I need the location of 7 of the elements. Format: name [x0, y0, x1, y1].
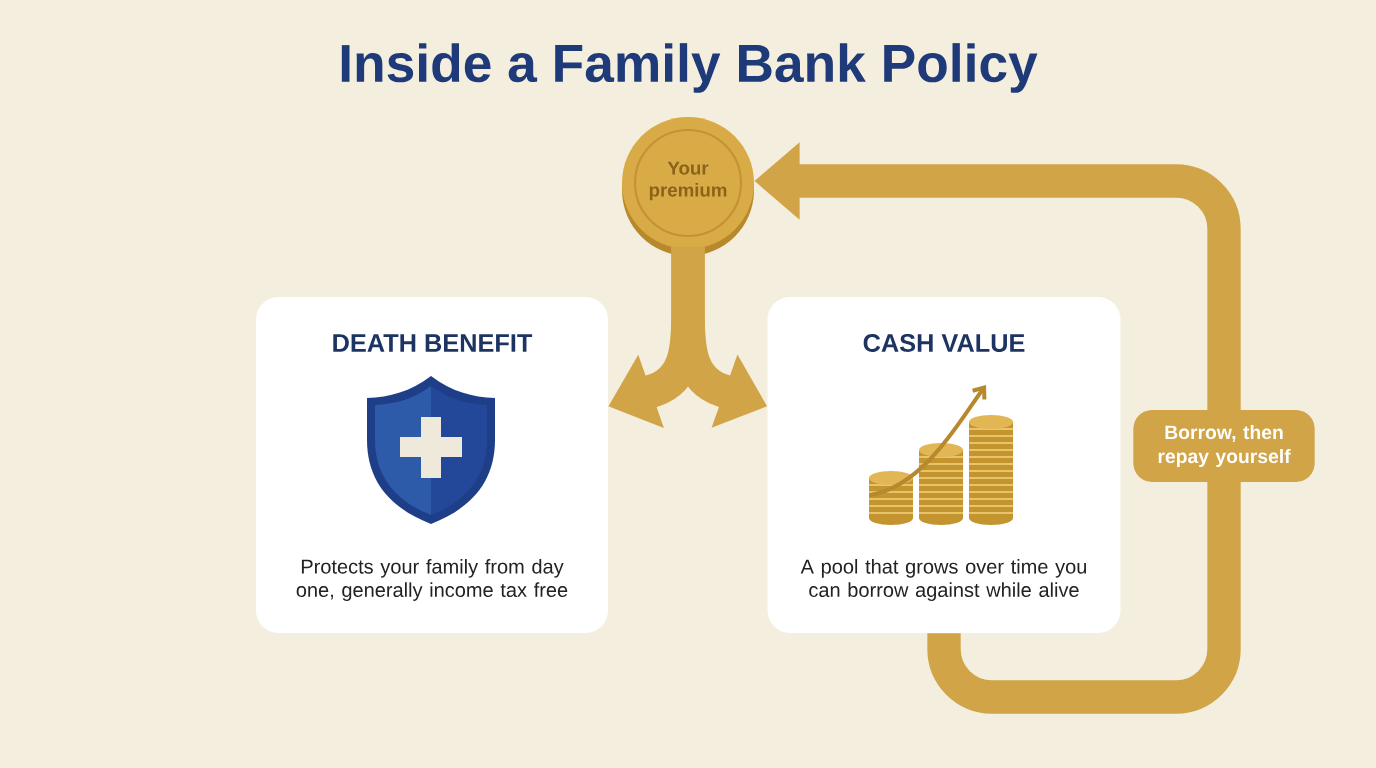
edge-label: Borrow, then repay yourself	[1133, 410, 1315, 482]
card-description: Protects your family from day one, generally income tax free	[296, 559, 568, 601]
title: Inside a Family Bank Policy	[341, 43, 1038, 93]
card-description: A pool that grows over time you can borrow against while alive	[800, 559, 1086, 601]
coin: Your premium	[622, 117, 754, 256]
card-heading: CASH VALUE	[863, 334, 1025, 352]
card-heading: DEATH BENEFIT	[333, 334, 533, 352]
